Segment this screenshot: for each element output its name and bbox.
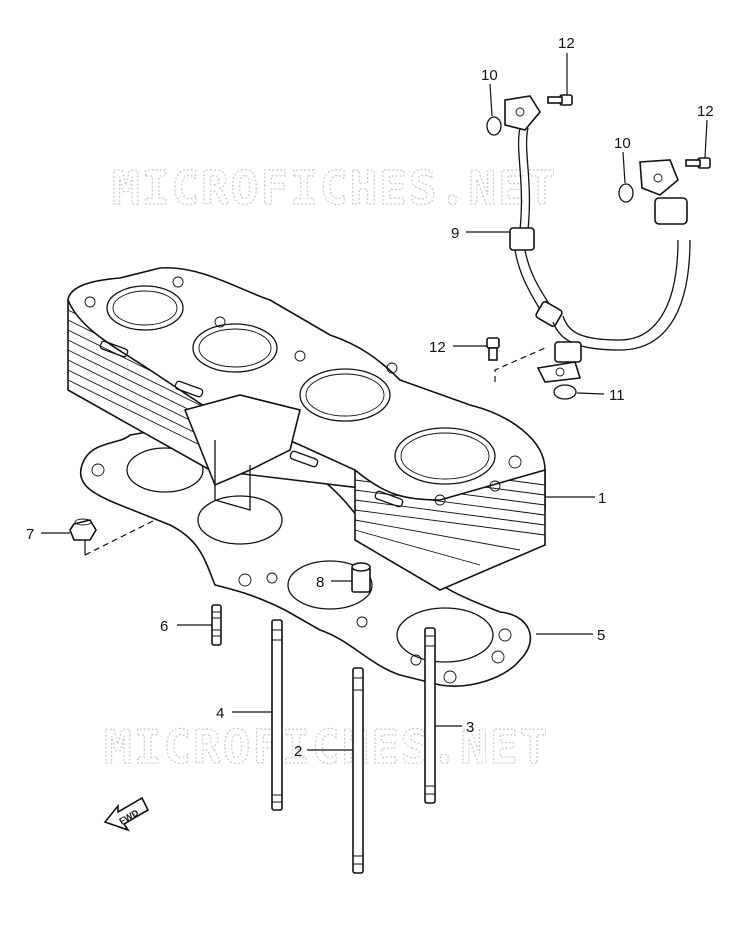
callout-8: 8 [316,574,324,591]
callout-4: 4 [216,705,224,722]
callout-6: 6 [160,618,168,635]
oil-pipe-gasket-upper[interactable] [486,116,502,136]
oil-pipe[interactable] [504,95,691,383]
dowel-pin[interactable] [351,562,371,593]
callout-3: 3 [466,719,474,736]
cylinder-block[interactable] [67,267,546,591]
callout-2: 2 [294,743,302,760]
bolt-right[interactable] [685,157,711,169]
stud-bolt-center[interactable] [352,667,364,874]
callout-7: 7 [26,526,34,543]
callout-1: 1 [598,490,606,507]
callout-12-right: 12 [697,103,714,120]
callout-10-upper: 10 [481,67,498,84]
bolt-lower[interactable] [486,337,500,361]
leader-lines [41,53,708,751]
stud-bolt-left[interactable] [271,619,283,811]
callout-9: 9 [451,225,459,242]
callout-12-upper: 12 [558,35,575,52]
callout-5: 5 [597,627,605,644]
forward-arrow-icon: FWD [103,796,150,832]
stud-bolt-short[interactable] [211,604,222,646]
oil-pipe-gasket-right[interactable] [618,183,634,203]
cap-nut[interactable] [69,518,97,541]
callout-12-lower: 12 [429,339,446,356]
bolt-upper[interactable] [547,94,573,106]
oil-pipe-gasket-lower[interactable] [553,384,577,400]
watermark-top: MICROFICHES.NET [112,161,557,215]
watermark-bottom: MICROFICHES.NET [104,720,549,774]
callout-11: 11 [609,387,625,404]
stud-bolt-right[interactable] [424,627,436,804]
callout-10-right: 10 [614,135,631,152]
